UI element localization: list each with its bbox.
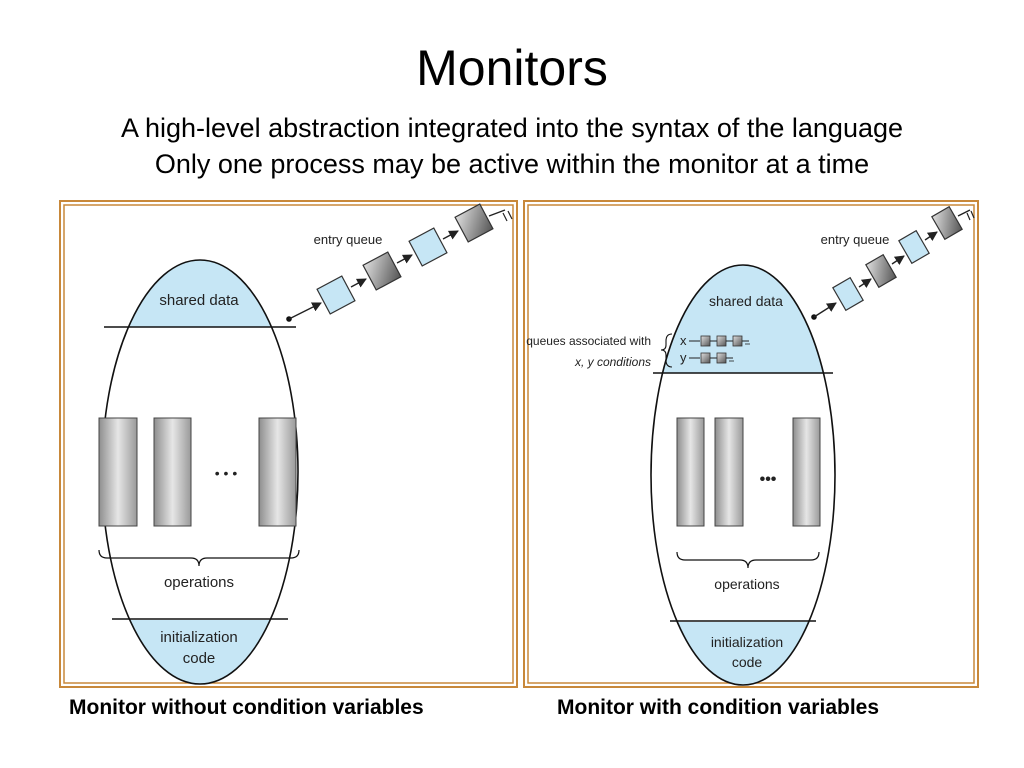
- left-operation-box-3: [258, 417, 297, 527]
- left-queue-process-3: [408, 227, 448, 267]
- right-ellipsis: •••: [760, 471, 777, 488]
- caption-with-condition-variables: Monitor with condition variables: [557, 696, 880, 719]
- caption-without-condition-variables: Monitor without condition variables: [69, 696, 424, 719]
- left-entry-queue-label: entry queue: [314, 232, 383, 247]
- queues-label-line2: x, y conditions: [574, 355, 651, 369]
- queues-brace: [660, 333, 673, 368]
- left-operations-brace: [98, 549, 300, 567]
- condition-queue-y: y: [680, 350, 734, 365]
- right-operations-brace: [676, 551, 820, 569]
- bullet-abstraction: A high-level abstraction integrated into…: [120, 113, 904, 143]
- right-entry-queue-label: entry queue: [821, 232, 890, 247]
- condition-y-label: y: [680, 350, 687, 365]
- slide-title: Monitors: [416, 40, 608, 96]
- left-operation-box-1: [98, 417, 138, 527]
- right-queue-process-1: [832, 276, 864, 312]
- right-queue-process-3: [898, 229, 930, 265]
- left-queue-process-1: [316, 275, 356, 315]
- right-entry-queue: entry queue: [811, 205, 975, 320]
- right-shared-data-label: shared data: [709, 293, 783, 309]
- right-operation-box-1: [676, 417, 705, 527]
- condition-x-label: x: [680, 333, 687, 348]
- left-entry-queue: entry queue: [286, 203, 513, 322]
- condition-queue-x: x: [680, 333, 750, 348]
- left-init-line2: code: [183, 650, 216, 667]
- right-queue-process-2: [865, 253, 897, 289]
- right-init-line1: initialization: [711, 634, 783, 650]
- right-init-line2: code: [732, 654, 763, 670]
- bullet-one-process: Only one process may be active within th…: [154, 149, 870, 179]
- left-queue-process-2: [362, 251, 402, 291]
- left-ellipsis: • • •: [215, 465, 238, 481]
- queues-label-line1: queues associated with: [526, 334, 651, 348]
- left-operation-box-2: [153, 417, 192, 527]
- right-operation-box-3: [792, 417, 821, 527]
- right-operation-box-2: [714, 417, 744, 527]
- right-queue-process-4: [931, 205, 963, 241]
- left-shared-data-label: shared data: [159, 292, 239, 309]
- left-operations-label: operations: [164, 574, 234, 591]
- right-operations-label: operations: [714, 576, 779, 592]
- left-queue-process-4: [454, 203, 494, 243]
- left-init-line1: initialization: [160, 629, 238, 646]
